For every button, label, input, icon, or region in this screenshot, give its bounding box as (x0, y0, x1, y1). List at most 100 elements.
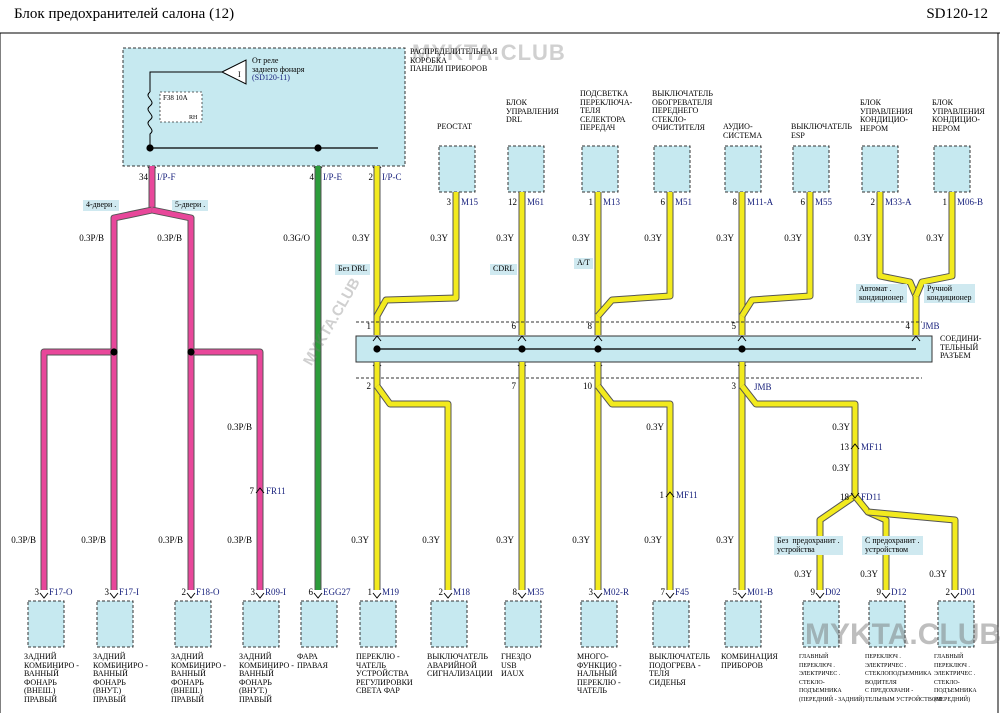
jb-node-2 (314, 144, 322, 152)
bottom-chev-10 (737, 592, 747, 599)
top-wire-0: 0.3Y (430, 233, 448, 243)
jb-node-1 (146, 144, 154, 152)
inline-wire-1: 0.3Y (646, 422, 664, 432)
bottom-pin-6: 2 (439, 587, 444, 597)
jmb-node-0 (373, 345, 381, 353)
bottom-conn-5: M19 (382, 587, 400, 597)
variant-cdrl: CDRL (490, 264, 518, 275)
wire-5door (151, 207, 194, 590)
bottom-wire-0: 0.3P/B (11, 535, 36, 545)
bottom-connector-9 (652, 600, 690, 648)
bottom-wire-1: 0.3P/B (81, 535, 106, 545)
top-label-1: БЛОК УПРАВЛЕНИЯ DRL (506, 98, 559, 124)
inline-conn-1: MF11 (676, 490, 698, 500)
top-connector-4 (724, 145, 762, 193)
inline-conn-2: MF11 (861, 442, 883, 452)
wire-5door-right-outline (191, 348, 264, 590)
bottom-chev-9 (665, 592, 675, 599)
top-conn-6: M33-A (885, 197, 912, 207)
bottom-wire-3: 0.3P/B (227, 535, 252, 545)
bottom-label-12: ПЕРЕКЛЮЧ . ЭЛЕКТРИЧЕС . СТЕКЛОПОДЪЕМНИКА… (865, 654, 942, 703)
variant-manual-ac: Ручной кондиционер (924, 284, 975, 303)
bottom-wire-8: 0.3Y (572, 535, 590, 545)
bottom-label-0: ЗАДНИЙ КОМБИНИРО - ВАННЫЙ ФОНАРЬ (ВНЕШ.)… (24, 652, 79, 704)
bottom-conn-3: R09-I (265, 587, 286, 597)
fuse-sub: RH (189, 115, 198, 121)
bottom-conn-8: M02-R (603, 587, 629, 597)
bottom-wire-5: 0.3Y (351, 535, 369, 545)
jmb-label: СОЕДИНИ- ТЕЛЬНЫЙ РАЗЪЕМ (940, 334, 982, 360)
wire-mf11 (740, 384, 858, 496)
inline-chev-1 (665, 491, 675, 498)
jmb-node-3 (738, 345, 746, 353)
top-pin-0: 3 (447, 197, 452, 207)
bottom-connector-8 (580, 600, 618, 648)
bottom-chev-6 (443, 592, 453, 599)
top-connector-2 (581, 145, 619, 193)
relay-symbol-letter: I (238, 70, 241, 79)
bottom-label-5: ПЕРЕКЛЮ - ЧАТЕЛЬ УСТРОЙСТВА РЕГУЛИРОВКИ … (356, 652, 413, 695)
top-wire-5: 0.3Y (784, 233, 802, 243)
top-wire-6: 0.3Y (854, 233, 872, 243)
bottom-chev-7 (517, 592, 527, 599)
top-conn-3: M51 (675, 197, 692, 207)
wire-4door-outline (40, 206, 153, 590)
bottom-wire-11: 0.3Y (794, 569, 812, 579)
bottom-label-9: ВЫКЛЮЧАТЕЛЬ ПОДОГРЕВА - ТЕЛЯ СИДЕНЬЯ (649, 652, 710, 687)
fuse-symbol (147, 91, 153, 148)
watermark-bottom: MYKTA.CLUB (805, 618, 1000, 651)
node-4door (110, 348, 118, 356)
relay-ref: (SD120-11) (252, 73, 290, 82)
bottom-pin-1: 3 (105, 587, 110, 597)
bottom-conn-0: F17-O (49, 587, 73, 597)
bottom-conn-12: D12 (891, 587, 907, 597)
jmb-top-pin-4: 4 (906, 321, 911, 331)
bottom-pin-0: 3 (35, 587, 40, 597)
bottom-conn-11: D02 (825, 587, 841, 597)
jmb-top-chev-4 (911, 335, 921, 342)
bottom-label-10: КОМБИНАЦИЯ ПРИБОРОВ (721, 652, 778, 670)
bottom-conn-9: F45 (675, 587, 690, 597)
fuse-label: F38 10A (163, 94, 188, 102)
top-wire-2: 0.3Y (572, 233, 590, 243)
bottom-label-11: ГЛАВНЫЙ ПЕРЕКЛЮЧ . ЭЛЕКТРИЧЕС . СТЕКЛО- … (799, 654, 865, 703)
bottom-chev-0 (39, 592, 49, 599)
top-pin-3: 6 (661, 197, 666, 207)
jmb-bottom-pin-1: 7 (512, 381, 517, 391)
bottom-label-13: ГЛАВНЫЙ ПЕРЕКЛЮЧ . ЭЛЕКТРИЧЕС . СТЕКЛО- … (934, 654, 977, 703)
top-wire-4: 0.3Y (716, 233, 734, 243)
jmb-name-bottom: JMB (754, 382, 772, 392)
jmb-top-chev-1 (517, 335, 527, 342)
jmb-top-pin-1: 6 (512, 321, 517, 331)
inline-chev-2 (850, 443, 860, 450)
wire-m15-outline (373, 192, 460, 335)
wire-label-f1: 0.3P/B (79, 233, 104, 243)
top-label-2: ПОДСВЕТКА ПЕРЕКЛЮЧА- ТЕЛЯ СЕЛЕКТОРА ПЕРЕ… (580, 89, 633, 132)
wire-f45-outline (595, 383, 674, 590)
top-conn-7: M06-B (957, 197, 983, 207)
wire-label-f2: 0.3P/B (157, 233, 182, 243)
bottom-connector-12 (868, 600, 906, 648)
wire-5door-right (191, 349, 263, 590)
variant-no-lock: Без предохранит . устройства (774, 536, 843, 555)
variant-at: A/T (574, 258, 593, 269)
bottom-connector-5 (359, 600, 397, 648)
top-connector-5 (792, 145, 830, 193)
wire-label-c: 0.3Y (352, 233, 370, 243)
top-conn-0: M15 (461, 197, 479, 207)
jmb-name-top: JMB (922, 321, 940, 331)
wire-m33a-outline (876, 192, 920, 335)
top-conn-4: M11-A (747, 197, 774, 207)
top-pin-1: 12 (508, 197, 517, 207)
top-conn-2: M13 (603, 197, 621, 207)
bottom-pin-13: 2 (946, 587, 951, 597)
top-wire-3: 0.3Y (644, 233, 662, 243)
bottom-label-8: МНОГО- ФУНКЦИО - НАЛЬНЫЙ ПЕРЕКЛЮ - ЧАТЕЛ… (577, 652, 622, 695)
jb-pin-number-1: 4 (310, 172, 315, 182)
bottom-pin-7: 8 (513, 587, 518, 597)
wire-d02 (817, 493, 857, 590)
variant-4door: 4-двери . (83, 200, 120, 211)
bottom-wire-6: 0.3Y (422, 535, 440, 545)
jb-pin-number-2: 2 (369, 172, 374, 182)
